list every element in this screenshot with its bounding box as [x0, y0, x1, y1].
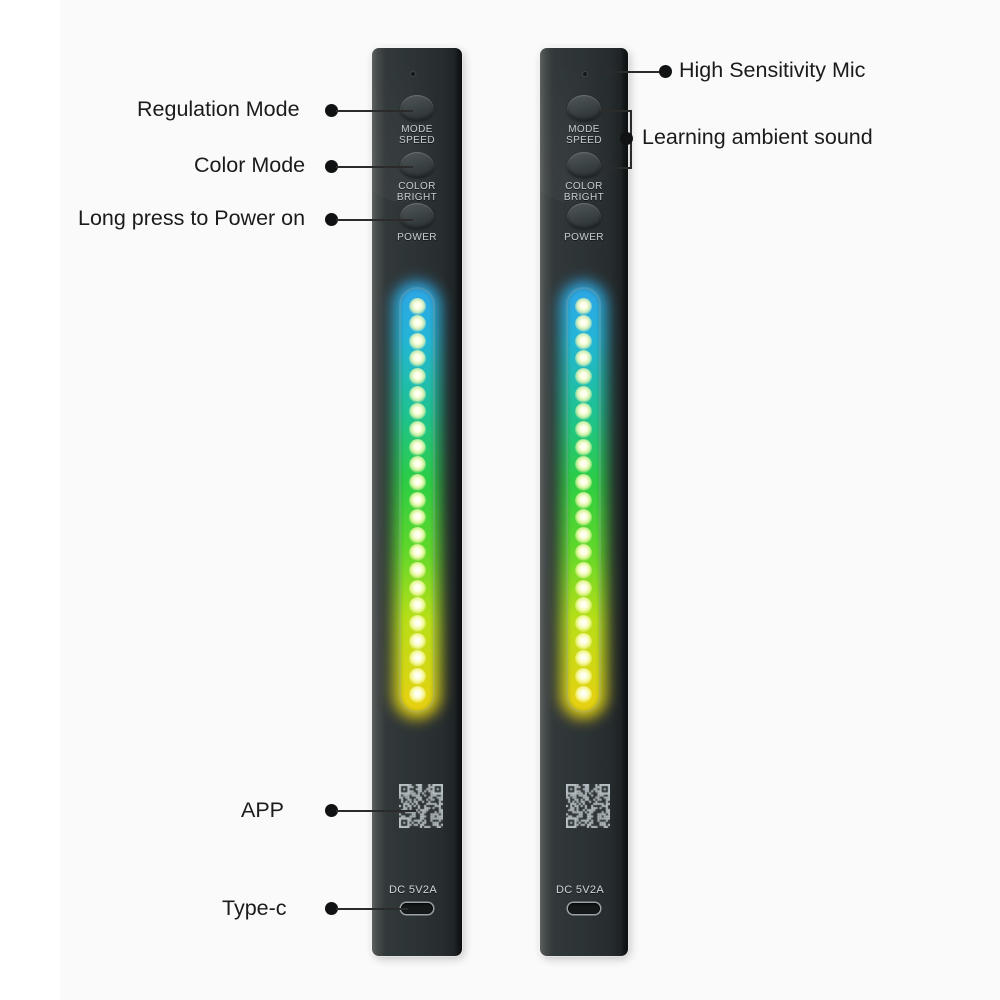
- led-dot: [408, 350, 426, 368]
- led-strip-right: [560, 281, 607, 719]
- led-dot: [575, 385, 592, 403]
- led-dot: [408, 509, 426, 527]
- led-dot: [408, 491, 426, 509]
- left-margin-strip: [0, 0, 60, 1000]
- led-dot: [408, 579, 426, 597]
- mode-speed-button-left[interactable]: [400, 95, 434, 121]
- led-dot: [408, 597, 426, 615]
- leader-line-ambient-top: [601, 110, 632, 112]
- power-button-left[interactable]: [400, 203, 434, 229]
- led-dot: [575, 614, 592, 632]
- body-sheen-left: [372, 48, 385, 956]
- led-dot: [408, 526, 426, 544]
- callout-label-color-mode: Color Mode: [194, 153, 306, 177]
- color-bright-button-label-left: COLOR BRIGHT: [396, 181, 438, 203]
- body-top-arc-right: [515, 38, 621, 203]
- led-dot: [575, 438, 592, 456]
- qr-code-canvas: [566, 784, 610, 828]
- power-button-label-left: POWER: [397, 232, 437, 243]
- callout-label-regulation-mode: Regulation Mode: [137, 97, 300, 121]
- led-dot: [408, 438, 426, 456]
- led-dot: [575, 403, 592, 421]
- body-edge-shadow-left: [453, 48, 462, 956]
- led-dot: [575, 562, 592, 580]
- qr-code-canvas: [399, 784, 443, 828]
- led-dot: [575, 526, 592, 544]
- callout-label-high-sensitivity-mic: High Sensitivity Mic: [679, 58, 866, 82]
- mode-speed-button-label-right: MODE SPEED: [566, 124, 602, 146]
- led-dot: [408, 315, 426, 333]
- led-dot: [575, 368, 592, 386]
- leader-line-regulation-mode: [336, 110, 413, 112]
- led-dot: [575, 456, 592, 474]
- callout-dot-type-c[interactable]: [325, 902, 338, 915]
- led-dot: [575, 579, 592, 597]
- power-button-label-right: POWER: [564, 232, 604, 243]
- qr-code-app-download-left[interactable]: [399, 784, 443, 828]
- led-dot: [408, 385, 426, 403]
- callout-dot-power-on[interactable]: [325, 213, 338, 226]
- mic-pinhole-icon: [411, 72, 415, 76]
- led-dot: [575, 473, 592, 491]
- usb-type-c-port-right[interactable]: [568, 903, 600, 914]
- led-dot: [408, 332, 426, 350]
- mode-speed-button-right[interactable]: [567, 95, 601, 121]
- led-dot: [408, 473, 426, 491]
- dc-rating-label-right: DC 5V2A: [556, 884, 604, 896]
- leader-line-app: [336, 810, 416, 812]
- led-dot: [408, 297, 426, 315]
- color-bright-button-label-right: COLOR BRIGHT: [563, 181, 605, 203]
- callout-dot-high-sensitivity-mic[interactable]: [659, 65, 672, 78]
- led-dot: [408, 420, 426, 438]
- led-dot: [408, 456, 426, 474]
- callout-dot-learning-ambient-sound[interactable]: [620, 132, 633, 145]
- color-bright-button-left[interactable]: [400, 152, 434, 178]
- color-bright-button-right[interactable]: [567, 152, 601, 178]
- leader-line-color-mode: [336, 166, 413, 168]
- callout-dot-app[interactable]: [325, 804, 338, 817]
- led-dot: [575, 597, 592, 615]
- usb-type-c-port-left[interactable]: [401, 903, 433, 914]
- body-top-arc-left: [346, 38, 455, 203]
- qr-code-app-download-right[interactable]: [566, 784, 610, 828]
- led-dot: [575, 350, 592, 368]
- led-dot: [575, 332, 592, 350]
- led-dot: [408, 667, 426, 685]
- callout-label-app: APP: [241, 798, 285, 822]
- led-dot: [575, 491, 592, 509]
- mic-pinhole-icon-right: [583, 72, 587, 76]
- led-dot: [408, 632, 426, 650]
- led-dot: [408, 685, 426, 703]
- led-dot: [575, 420, 592, 438]
- led-dot: [408, 614, 426, 632]
- body-sheen-right: [540, 48, 553, 956]
- led-dot: [575, 632, 592, 650]
- led-dot: [408, 403, 426, 421]
- led-strip-left: [393, 281, 441, 719]
- led-dot: [575, 650, 592, 668]
- mode-speed-button-label-left: MODE SPEED: [399, 124, 435, 146]
- dc-rating-label-left: DC 5V2A: [389, 884, 437, 896]
- leader-line-high-sensitivity-mic: [600, 71, 662, 73]
- callout-dot-regulation-mode[interactable]: [325, 104, 338, 117]
- callout-label-power-on: Long press to Power on: [78, 206, 306, 230]
- led-dot: [575, 667, 592, 685]
- leader-line-type-c: [336, 908, 408, 910]
- leader-line-ambient-bottom: [601, 167, 632, 169]
- body-edge-shadow-right: [620, 48, 628, 956]
- led-dot: [575, 509, 592, 527]
- led-dot: [408, 544, 426, 562]
- led-dot: [575, 544, 592, 562]
- led-dot: [575, 315, 592, 333]
- led-dot: [408, 368, 426, 386]
- callout-label-learning-ambient-sound: Learning ambient sound: [642, 125, 873, 149]
- led-dot: [408, 650, 426, 668]
- callout-dot-color-mode[interactable]: [325, 160, 338, 173]
- led-dot: [575, 297, 592, 315]
- callout-label-type-c: Type-c: [222, 896, 287, 920]
- led-dot: [575, 685, 592, 703]
- led-dot: [408, 562, 426, 580]
- leader-line-power-on: [336, 219, 413, 221]
- power-button-right[interactable]: [567, 203, 601, 229]
